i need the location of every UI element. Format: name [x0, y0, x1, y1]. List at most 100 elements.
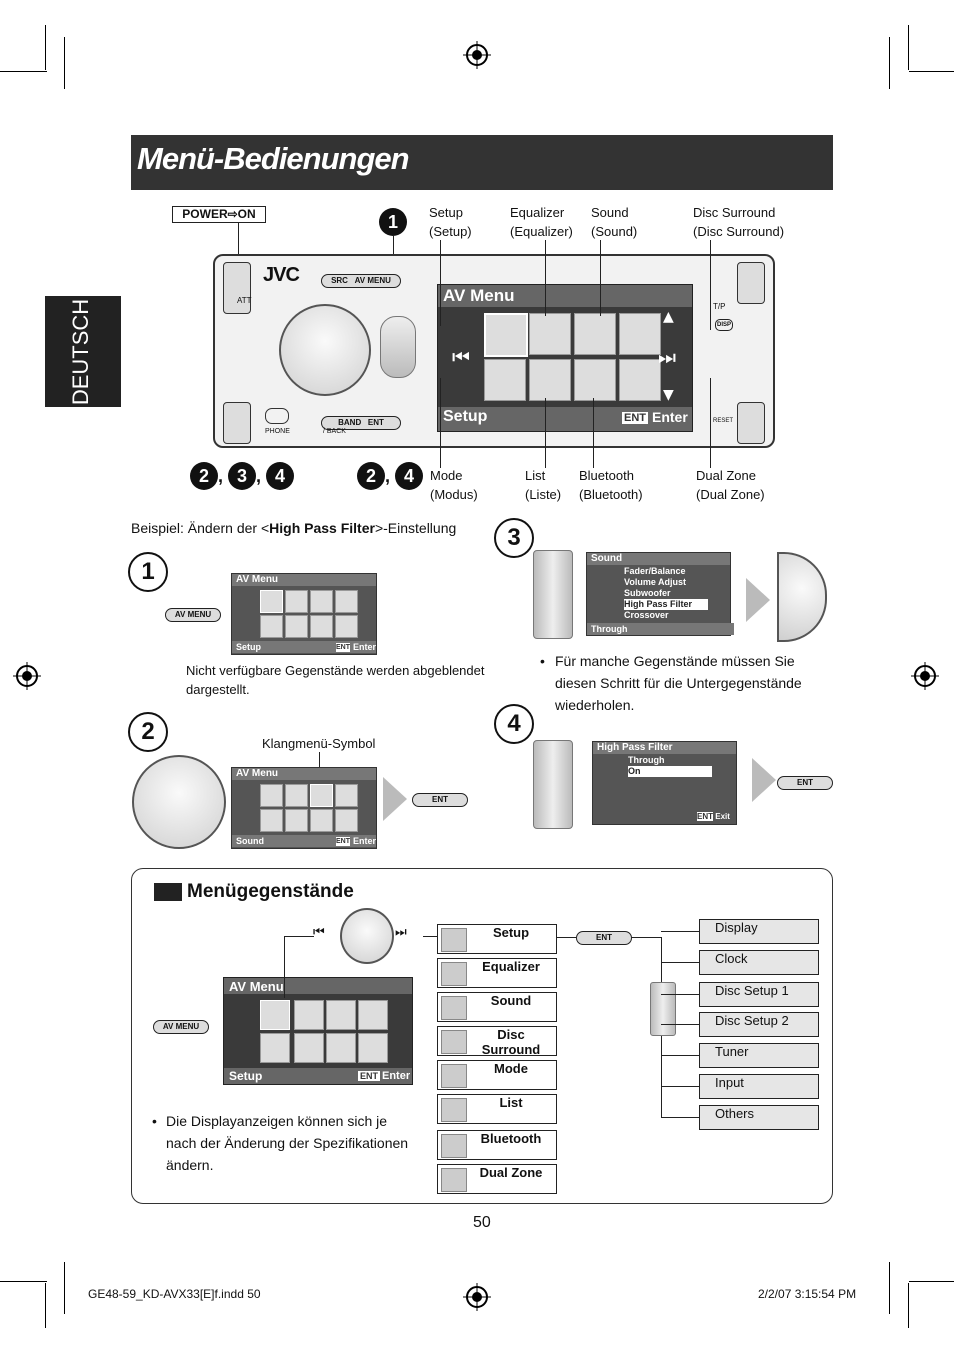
- crop-mark: [909, 71, 954, 72]
- src-avmenu-button[interactable]: SRC AV MENU: [321, 274, 401, 288]
- language-label: DEUTSCH: [68, 298, 93, 406]
- menu-item-mode[interactable]: Mode: [437, 1060, 557, 1090]
- crop-mark: [0, 71, 47, 72]
- submenu-clock[interactable]: Clock: [699, 950, 819, 975]
- disp-button[interactable]: DISP: [715, 319, 733, 331]
- callout-dual-zone: Dual Zone(Dual Zone): [696, 468, 765, 502]
- callout-bluetooth: Bluetooth(Bluetooth): [579, 468, 643, 502]
- submenu-input[interactable]: Input: [699, 1074, 819, 1099]
- step3-footer: Through: [587, 623, 734, 635]
- submenu-tuner[interactable]: Tuner: [699, 1043, 819, 1068]
- registration-mark-icon: [13, 662, 41, 690]
- menu-item-equalizer[interactable]: Equalizer: [437, 958, 557, 988]
- example-caption: Beispiel: Ändern der <High Pass Filter>-…: [131, 520, 457, 536]
- screen-ent-badge: ENT: [622, 412, 648, 424]
- step-2-number: 2: [128, 712, 168, 752]
- step2-dial: [132, 755, 226, 849]
- list-icon: [285, 809, 308, 832]
- crop-mark: [889, 37, 890, 89]
- step4-ent-button[interactable]: ENT: [777, 776, 833, 790]
- step3-dial: [777, 552, 827, 642]
- phone-label: PHONE: [265, 428, 290, 435]
- list-icon: [285, 615, 308, 638]
- next-icon: ⏭: [658, 345, 676, 369]
- menu-screen: AV Menu Setup ENT Enter: [223, 977, 413, 1085]
- menu-item-disc-surround[interactable]: Disc Surround: [437, 1026, 557, 1057]
- menu-ent-button[interactable]: ENT: [576, 931, 632, 945]
- submenu-display[interactable]: Display: [699, 919, 819, 944]
- up-arrow-icon: ▲: [663, 309, 674, 325]
- setup-icon: [260, 590, 283, 613]
- sound-menu-caption: Klangmenü-Symbol: [262, 736, 376, 751]
- mode-icon: [260, 615, 283, 638]
- submenu-disc-setup-2[interactable]: Disc Setup 2: [699, 1012, 819, 1037]
- menu-dial: [340, 908, 394, 964]
- dual-zone-icon: [335, 615, 358, 638]
- crop-mark: [908, 25, 909, 70]
- menu-screen-title: AV Menu: [229, 979, 284, 994]
- power-button[interactable]: [223, 262, 251, 314]
- menu-item-list[interactable]: List: [437, 1094, 557, 1124]
- step2-ent-button[interactable]: ENT: [412, 793, 468, 807]
- sound-icon: [310, 784, 333, 807]
- band-ent-button[interactable]: BAND ENT: [321, 416, 401, 430]
- step3-screen: Sound Fader/Balance Volume Adjust Subwoo…: [586, 552, 734, 636]
- setup-icon: [260, 1000, 290, 1030]
- equalizer-icon: [294, 1000, 324, 1030]
- disc-surround-icon[interactable]: [619, 313, 661, 355]
- menu-item-setup[interactable]: Setup: [437, 924, 557, 954]
- prev-icon: ⏮: [452, 345, 470, 369]
- screen-title: AV Menu: [443, 286, 515, 305]
- crop-mark: [889, 1262, 890, 1314]
- reset-label: RESET: [713, 418, 734, 424]
- right-top-button[interactable]: [737, 262, 765, 304]
- device-screen: AV Menu ⏮ ⏭ ▲ ▼ Setup ENT Enter: [437, 284, 693, 432]
- submenu-others[interactable]: Others: [699, 1105, 819, 1130]
- step-3-number: 3: [494, 518, 534, 558]
- dual-zone-icon: [358, 1033, 388, 1063]
- att-label: ATT: [237, 296, 252, 305]
- equalizer-icon: [285, 590, 308, 613]
- back-label: / BACK: [323, 428, 346, 435]
- registration-mark-icon: [463, 41, 491, 69]
- phone-button[interactable]: [265, 408, 289, 424]
- footer-date: 2/2/07 3:15:54 PM: [758, 1287, 857, 1301]
- right-bottom-button[interactable]: [737, 402, 765, 444]
- menu-items-heading: Menügegenstände: [187, 881, 354, 902]
- step4-rocker: [533, 740, 573, 829]
- screen-footer-left: Setup: [443, 408, 488, 425]
- menu-item-bluetooth[interactable]: Bluetooth: [437, 1130, 557, 1160]
- menu-items-panel: [131, 868, 833, 1204]
- dual-zone-icon: [335, 809, 358, 832]
- list-icon: [441, 1098, 467, 1122]
- menu-item-dual-zone[interactable]: Dual Zone: [437, 1164, 557, 1194]
- dual-zone-icon[interactable]: [619, 359, 661, 401]
- step2-screen-title: AV Menu: [232, 768, 376, 780]
- crop-mark: [45, 25, 46, 70]
- step3-items: Fader/Balance Volume Adjust Subwoofer Hi…: [624, 566, 708, 621]
- ent-badges: 2, 4: [357, 462, 424, 490]
- bluetooth-icon[interactable]: [574, 359, 616, 401]
- bluetooth-icon: [326, 1033, 356, 1063]
- step4-screen: High Pass Filter Through On ENT Exit: [592, 741, 737, 825]
- footer-file: GE48-59_KD-AVX33[E]f.indd 50: [88, 1287, 261, 1301]
- step1-avmenu-button[interactable]: AV MENU: [165, 608, 221, 622]
- disc-surround-icon: [335, 590, 358, 613]
- mode-icon[interactable]: [484, 359, 526, 401]
- heading-icon: [154, 883, 182, 901]
- control-dial[interactable]: [279, 304, 371, 396]
- volume-rocker[interactable]: [380, 316, 416, 378]
- eject-button[interactable]: [223, 402, 251, 444]
- list-icon[interactable]: [529, 359, 571, 401]
- mode-icon: [260, 809, 283, 832]
- menu-avmenu-button[interactable]: AV MENU: [153, 1020, 209, 1034]
- power-on-label: POWER⇨ON: [172, 206, 266, 223]
- menu-item-sound[interactable]: Sound: [437, 992, 557, 1022]
- setup-icon[interactable]: [484, 313, 528, 357]
- equalizer-icon[interactable]: [529, 313, 571, 355]
- submenu-disc-setup-1[interactable]: Disc Setup 1: [699, 982, 819, 1007]
- down-arrow-icon: ▼: [663, 387, 674, 403]
- sound-icon[interactable]: [574, 313, 616, 355]
- arrow-right-icon: [746, 578, 770, 622]
